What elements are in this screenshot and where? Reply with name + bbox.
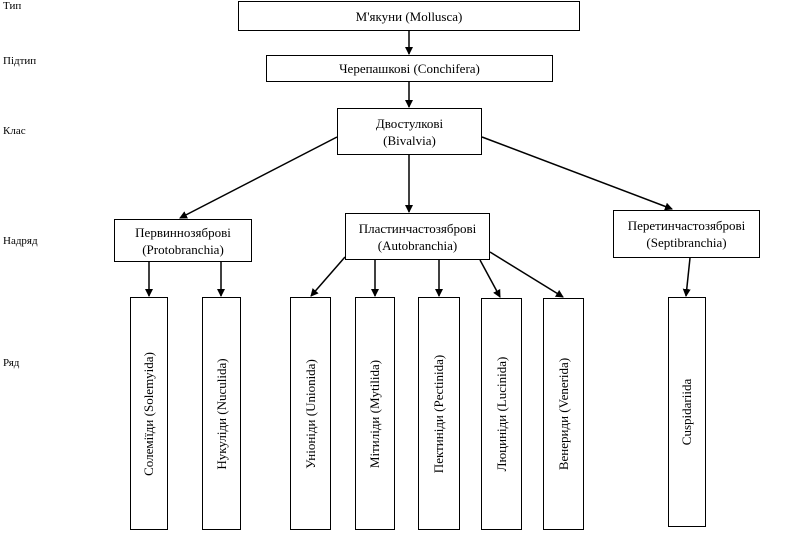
node-bivalvia-line1: Двостулкові xyxy=(375,115,444,131)
order-label-venerida: Венериди (Venerida) xyxy=(555,357,571,471)
arrow-autobranchia-venerida xyxy=(489,251,564,298)
order-label-pectinida: Пектиніди (Pectinida) xyxy=(431,354,446,473)
order-label-nuculida: Нукуліди (Nuculida) xyxy=(213,357,229,470)
arrow-septibranchia-cuspidariida xyxy=(682,257,691,297)
node-protobranchia: Первиннозяброві (Protobranchia) xyxy=(114,219,252,262)
node-mollusca: М'якуни (Mollusca) xyxy=(238,1,580,31)
node-septibranchia-line1: Перетинчастозяброві xyxy=(627,218,746,233)
node-protobranchia-line2: (Protobranchia) xyxy=(142,241,224,257)
order-box-pectinida: Пектиніди (Pectinida) xyxy=(418,297,460,530)
node-bivalvia: Двостулкові (Bivalvia) xyxy=(337,108,482,155)
order-label-solemyida: Солеміїди (Solemyida) xyxy=(141,351,156,476)
node-septibranchia: Перетинчастозяброві (Septibranchia) xyxy=(613,210,760,258)
arrow-bivalvia-protobranchia xyxy=(179,136,338,219)
level-label-superorder: Надряд xyxy=(3,235,38,247)
node-bivalvia-line2: (Bivalvia) xyxy=(383,132,436,148)
order-box-solemyida: Солеміїди (Solemyida) xyxy=(130,297,168,530)
level-label-type: Тип xyxy=(3,0,22,12)
order-label-lucinida: Люциніди (Lucinida) xyxy=(493,356,509,472)
node-conchifera: Черепашкові (Conchifera) xyxy=(266,55,553,82)
order-box-lucinida: Люциніди (Lucinida) xyxy=(481,298,522,530)
arrow-autobranchia-lucinida xyxy=(479,259,501,298)
order-label-mytilida: Мітиліди (Mytilida) xyxy=(367,359,382,468)
order-box-mytilida: Мітиліди (Mytilida) xyxy=(355,297,395,530)
order-box-unionida: Уніоніди (Unionida) xyxy=(290,297,331,530)
order-box-nuculida: Нукуліди (Nuculida) xyxy=(202,297,241,530)
node-autobranchia-line2: (Autobranchia) xyxy=(377,237,458,253)
order-box-venerida: Венериди (Venerida) xyxy=(543,298,584,530)
node-conchifera-label: Черепашкові (Conchifera) xyxy=(339,61,480,76)
level-label-subtype: Підтип xyxy=(3,55,37,67)
arrow-bivalvia-septibranchia xyxy=(481,136,673,211)
node-septibranchia-line2: (Septibranchia) xyxy=(646,235,727,250)
level-label-order: Ряд xyxy=(3,357,20,369)
node-protobranchia-line1: Первиннозяброві xyxy=(135,224,231,240)
node-autobranchia: Пластинчастозяброві (Autobranchia) xyxy=(345,213,490,260)
node-autobranchia-line1: Пластинчастозяброві xyxy=(358,220,477,236)
arrow-autobranchia-unionida xyxy=(310,256,346,297)
node-mollusca-label: М'якуни (Mollusca) xyxy=(355,8,463,24)
order-label-cuspidariida: Cuspidariida xyxy=(679,378,694,446)
order-box-cuspidariida: Cuspidariida xyxy=(668,297,706,527)
order-label-unionida: Уніоніди (Unionida) xyxy=(302,358,318,469)
level-label-class: Клас xyxy=(3,125,26,137)
